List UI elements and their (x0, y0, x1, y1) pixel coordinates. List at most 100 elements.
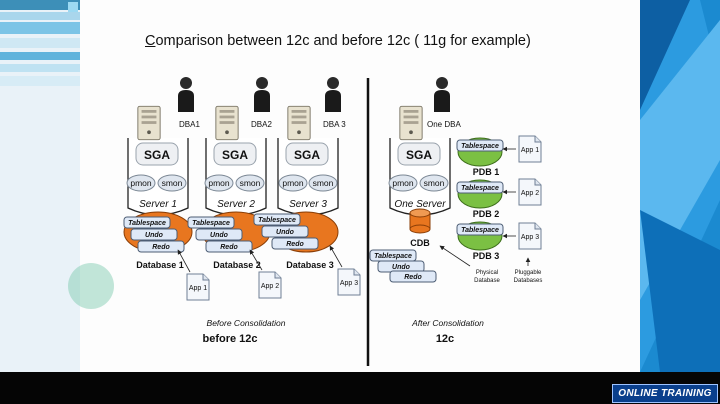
pmon-after-bubble (388, 174, 418, 192)
right-panel-facet (640, 0, 690, 110)
pmon-1-bubble (126, 174, 156, 192)
sga-2-label: SGA (222, 148, 248, 162)
before-consolidation-caption: Before Consolidation (207, 318, 286, 328)
undo-2-box (195, 228, 243, 241)
pdb-2-tablespace-label: Tablespace (461, 185, 499, 192)
database-3-group: Tablespace Undo Redo Database 3 (253, 211, 339, 270)
pmon-after-label: pmon (392, 178, 414, 188)
cdb-group: CDB Tablespace Undo Redo (369, 208, 437, 283)
physical-db-label-line2: Database (474, 278, 500, 284)
cdb-cylinder-bottom (409, 224, 431, 234)
sga-after-block (397, 142, 441, 166)
server-1-group: SGA pmon smon Server 1 (126, 105, 189, 216)
pdb-1-tablespace-label: Tablespace (461, 143, 499, 150)
smon-2-label: smon (240, 178, 261, 188)
redo-2-box (205, 240, 253, 253)
slide-title-text: omparison between 12c and before 12c ( 1… (155, 33, 531, 49)
physical-db-label-line1: Physical (476, 270, 498, 276)
cursor-highlight (68, 263, 114, 309)
tablespace-1-label: Tablespace (128, 220, 166, 227)
redo-3-label: Redo (286, 241, 304, 248)
sga-1-label: SGA (144, 148, 170, 162)
pdb-1-tablespace-box (456, 139, 504, 152)
pdb-2-label: PDB 2 (473, 209, 500, 219)
dba-1-label: DBA1 (179, 120, 200, 129)
app-3-after-label: App 3 (521, 234, 539, 241)
database-1-group: Tablespace Undo Redo Database 1 (123, 211, 193, 270)
before-12c-label: before 12c (202, 333, 257, 345)
pmon-2-label: pmon (208, 178, 230, 188)
redo-1-label: Redo (152, 244, 170, 251)
redo-1-box (137, 240, 185, 253)
pmon-3-bubble (278, 174, 308, 192)
undo-1-label: Undo (145, 232, 164, 239)
sga-3-block (285, 142, 329, 166)
app-1-after-label: App 1 (521, 147, 539, 154)
slide-title: Comparison between 12c and before 12c ( … (145, 33, 575, 49)
dba-2-label: DBA2 (251, 120, 272, 129)
one-server-icon (399, 105, 423, 141)
pdb-3-tablespace-label: Tablespace (461, 227, 499, 234)
pmon-2-bubble (204, 174, 234, 192)
one-dba-label: One DBA (427, 120, 461, 129)
server-3-group: SGA pmon smon Server 3 (277, 105, 339, 216)
consolidation-diagram: DBA1 DBA2 DBA 3 SGA pmon smon Server 1 S… (123, 77, 543, 366)
smon-1-bubble (157, 174, 187, 192)
database-2-label: Database 2 (213, 260, 261, 270)
pluggable-db-label-line2: Databases (514, 278, 543, 284)
smon-2-bubble (235, 174, 265, 192)
tablespace-3-box (253, 213, 301, 226)
smon-3-label: smon (313, 178, 334, 188)
pluggable-db-label-line1: Pluggable (515, 270, 542, 276)
app-1-before-label: App 1 (189, 285, 207, 292)
pmon-3-label: pmon (282, 178, 304, 188)
undo-2-label: Undo (210, 232, 229, 239)
cdb-redo-label: Redo (404, 274, 422, 281)
corner-block (68, 2, 78, 12)
app-3-before-arrow (329, 245, 343, 268)
pdb-3-tablespace-box (456, 223, 504, 236)
bottom-bar (0, 372, 720, 404)
smon-after-label: smon (424, 178, 445, 188)
server-2-group: SGA pmon smon Server 2 (204, 105, 267, 216)
undo-3-box (261, 225, 309, 238)
tablespace-2-box (187, 216, 235, 229)
left-stripe (0, 12, 80, 20)
undo-1-box (130, 228, 178, 241)
slide-title-initial: C (145, 33, 156, 49)
sga-after-label: SGA (406, 148, 432, 162)
sga-1-block (135, 142, 179, 166)
tablespace-2-label: Tablespace (192, 220, 230, 227)
app-2-after-label: App 2 (521, 190, 539, 197)
one-server-group: SGA pmon smon One Server (388, 105, 451, 216)
pdb-1-group: Tablespace PDB 1 (456, 137, 504, 177)
left-stripe (0, 64, 80, 72)
smon-after-bubble (419, 174, 449, 192)
database-2-group: Tablespace Undo Redo Database 2 (187, 211, 271, 270)
pdb-1-label: PDB 1 (473, 167, 500, 177)
left-stripe (0, 22, 80, 34)
cdb-tablespace-label: Tablespace (374, 253, 412, 260)
dba-2-person-icon (254, 77, 270, 112)
server-1-label: Server 1 (139, 199, 177, 210)
app-2-before-label: App 2 (261, 283, 279, 290)
pdb-3-group: Tablespace PDB 3 (456, 221, 504, 261)
tablespace-3-label: Tablespace (258, 217, 296, 224)
online-training-logo: ONLINE TRAINING (612, 384, 718, 403)
cdb-undo-label: Undo (392, 264, 411, 271)
dba-1-person-icon (178, 77, 194, 112)
tablespace-1-box (123, 216, 171, 229)
smon-3-bubble (308, 174, 338, 192)
after-consolidation-section: One DBA SGA pmon smon One Server CDB Tab… (369, 77, 543, 345)
server-3-icon (287, 105, 311, 141)
pmon-1-label: pmon (130, 178, 152, 188)
redo-3-box (271, 237, 319, 250)
pdb-2-tablespace-box (456, 181, 504, 194)
one-dba-person-icon (434, 77, 450, 112)
sga-3-label: SGA (294, 148, 320, 162)
dba-3-person-icon (325, 77, 341, 112)
left-stripe (0, 52, 80, 60)
server-2-icon (215, 105, 239, 141)
database-3-label: Database 3 (286, 260, 334, 270)
server-1-icon (137, 105, 161, 141)
